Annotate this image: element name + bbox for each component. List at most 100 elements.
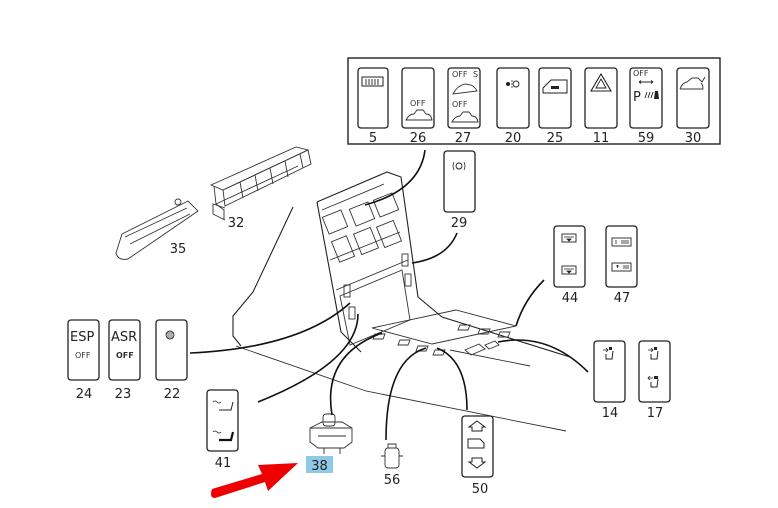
window-up-icon: [561, 233, 577, 243]
switch-26-body: [401, 67, 435, 129]
car-side-icon: [452, 83, 478, 95]
part-label-5: 5: [369, 131, 377, 146]
switch-11-body: [584, 67, 618, 129]
switch-14[interactable]: [593, 340, 626, 403]
car-icon: [451, 111, 479, 123]
switch-22[interactable]: [155, 319, 188, 381]
part-56-connector[interactable]: [381, 443, 403, 469]
leader-lines: [189, 149, 589, 441]
part-label-59: 59: [638, 131, 655, 146]
part-label-50: 50: [472, 482, 489, 497]
switch-27-off-top-text: OFF: [452, 70, 468, 79]
switch-41-body: [206, 389, 239, 452]
part-38-switch-unit[interactable]: [309, 413, 353, 454]
switch-5-body: [357, 67, 389, 129]
part-label-11: 11: [593, 131, 610, 146]
switch-29[interactable]: [443, 150, 476, 213]
switch-59-off-text: OFF: [633, 69, 649, 78]
switch-22-body: [155, 319, 188, 381]
red-pointer-arrow-icon: [211, 463, 298, 498]
switch-30-body: [676, 67, 710, 129]
switch-23-off-text: OFF: [116, 351, 134, 360]
window-down-icon: [561, 265, 577, 275]
parktronic-icon: [644, 91, 659, 99]
part-label-47: 47: [614, 291, 631, 306]
part-label-22: 22: [164, 387, 181, 402]
part-label-23: 23: [115, 387, 132, 402]
switch-20-body: [496, 67, 530, 129]
arrow-down-icon: [467, 457, 487, 469]
part-35-cover[interactable]: [115, 198, 199, 260]
switch-47[interactable]: [605, 225, 638, 288]
part-label-29: 29: [451, 216, 468, 231]
switch-24-off-text: OFF: [75, 351, 91, 360]
car-icon: [405, 109, 433, 121]
double-arrow-icon: [638, 80, 654, 84]
arrow-up-icon: [467, 420, 487, 432]
switch-59[interactable]: OFF P: [629, 67, 663, 129]
switch-24-esp-text: ESP: [70, 330, 94, 345]
switch-20[interactable]: [496, 67, 530, 129]
switch-14-body: [593, 340, 626, 403]
car-trunk-icon: [679, 76, 706, 90]
switch-24-body: [67, 319, 100, 381]
door-icon: [467, 438, 485, 449]
top-switch-panel: 5 OFF 26 OFF S OFF 27 20: [347, 57, 721, 146]
switch-41[interactable]: [206, 389, 239, 452]
seat-heating-icon: [212, 430, 235, 442]
switch-5[interactable]: [357, 67, 389, 129]
part-label-44: 44: [562, 291, 579, 306]
door-lock-icon: [542, 79, 568, 94]
switch-23-asr-text: ASR: [111, 330, 137, 345]
part-label-25: 25: [547, 131, 564, 146]
part-label-56: 56: [384, 473, 401, 488]
switch-44-body: [553, 225, 586, 288]
seat-adjust-icon: [647, 375, 659, 388]
switch-25[interactable]: [538, 67, 572, 129]
center-console: [232, 171, 571, 432]
part-label-38[interactable]: 38: [311, 459, 328, 474]
part-label-30: 30: [685, 131, 702, 146]
switch-11[interactable]: [584, 67, 618, 129]
seat-heating-level-icon: [611, 262, 632, 272]
switch-59-p-text: P: [633, 90, 641, 105]
switch-50[interactable]: [461, 415, 494, 478]
part-label-41: 41: [215, 456, 232, 471]
seat-adjust-icon: [648, 347, 659, 360]
part-32-switch-carrier[interactable]: [209, 146, 312, 221]
switch-17[interactable]: [638, 340, 671, 403]
switch-24[interactable]: ESP OFF: [67, 319, 100, 381]
part-label-20: 20: [505, 131, 522, 146]
interior-alarm-icon: [452, 161, 466, 171]
switch-27-s-text: S: [473, 70, 478, 79]
hazard-warning-icon: [590, 72, 612, 92]
switch-44[interactable]: [553, 225, 586, 288]
switch-30[interactable]: [676, 67, 710, 129]
switch-47-body: [605, 225, 638, 288]
highlight-box-38: [306, 456, 333, 473]
switch-26-off-text: OFF: [410, 99, 426, 108]
seat-adjust-icon: [603, 347, 614, 360]
switch-23[interactable]: ASR OFF: [108, 319, 141, 381]
sunroof-icon: [165, 330, 175, 340]
part-label-26: 26: [410, 131, 427, 146]
fog-light-icon: [506, 80, 520, 88]
switch-27[interactable]: OFF S OFF: [447, 67, 481, 129]
seat-heating-level-icon: [611, 237, 632, 247]
switch-23-body: [108, 319, 141, 381]
seat-heating-icon: [212, 400, 234, 411]
part-label-35: 35: [170, 242, 187, 257]
part-label-32: 32: [228, 216, 245, 231]
switch-59-body: [629, 67, 663, 129]
part-label-24: 24: [76, 387, 93, 402]
switch-27-body: [447, 67, 481, 129]
part-label-14: 14: [602, 406, 619, 421]
switch-25-body: [538, 67, 572, 129]
switch-26[interactable]: OFF: [401, 67, 435, 129]
switch-17-body: [638, 340, 671, 403]
part-label-27: 27: [455, 131, 472, 146]
switch-27-off-bottom-text: OFF: [452, 100, 468, 109]
rear-defrost-icon: [361, 76, 384, 87]
part-label-17: 17: [647, 406, 664, 421]
